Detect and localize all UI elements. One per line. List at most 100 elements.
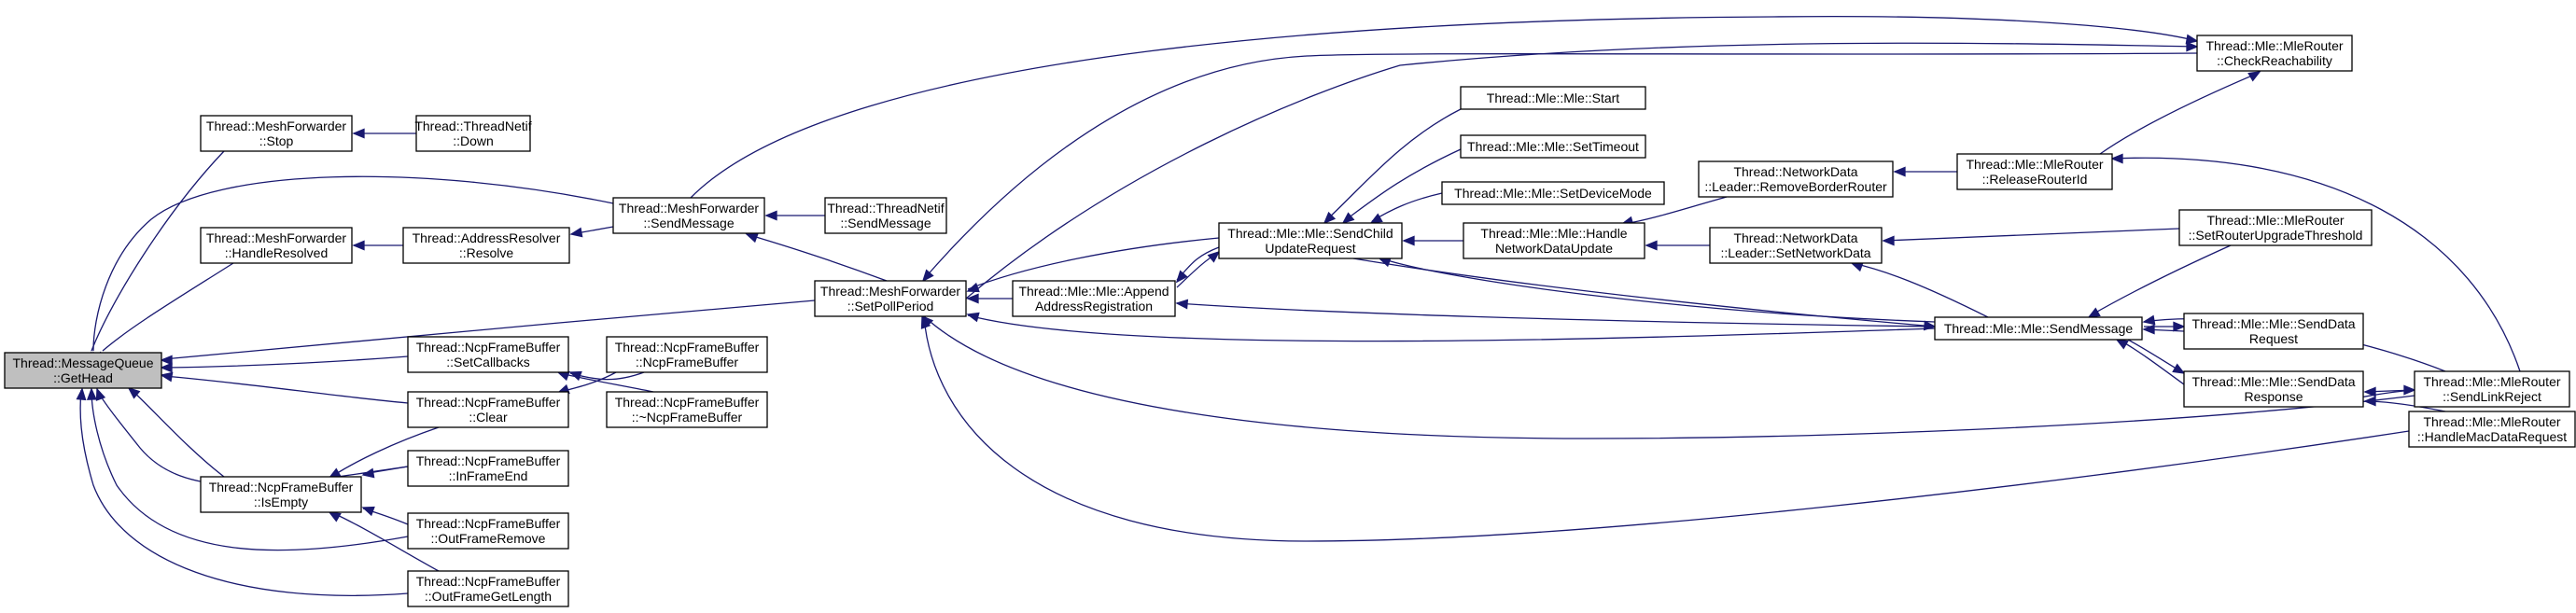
node-mesh-forwarder-set-poll-period[interactable]: Thread::MeshForwarder::SetPollPeriod [814,280,967,317]
edge-arrowhead [966,312,980,323]
node-box [402,227,570,264]
edge-arrowhead [2185,34,2199,45]
node-label-line: Thread::NcpFrameBuffer [615,340,760,355]
node-mle-router-release-router-id[interactable]: Thread::Mle::MleRouter::ReleaseRouterId [1956,153,2113,190]
node-mle-handle-network-data-update[interactable]: Thread::Mle::Mle::HandleNetworkDataUpdat… [1463,222,1645,259]
node-box [2183,313,2364,350]
node-box [407,450,569,487]
node-mle-append-address-registration[interactable]: Thread::Mle::Mle::AppendAddressRegistrat… [1012,280,1176,317]
edge-line [1380,258,1936,323]
edge-n5-to-n0 [99,262,234,365]
edge-n19-to-n16 [1323,108,1462,225]
node-box [612,197,765,234]
node-ncp-frame-buffer-out-frame-remove[interactable]: Thread::NcpFrameBuffer::OutFrameRemove [407,512,569,550]
node-thread-netif-send-message[interactable]: Thread::ThreadNetif::SendMessage [824,197,947,234]
node-box [1956,153,2113,190]
node-box [2408,411,2576,448]
edge-arrowhead [160,355,173,366]
edge-arrowhead [921,269,934,283]
node-label-line: Thread::Mle::Mle::Append [1018,284,1169,299]
node-address-resolver-resolve[interactable]: Thread::AddressResolver::Resolve [402,227,570,264]
node-label-line: Request [2249,331,2298,346]
node-label-line: Thread::Mle::MleRouter [2205,38,2343,53]
node-box [2183,370,2364,408]
node-label-line: ::CheckReachability [2217,53,2332,68]
node-mle-set-timeout[interactable]: Thread::Mle::Mle::SetTimeout [1460,134,1646,159]
edge-n14-to-n12 [361,506,409,525]
node-box [407,570,569,607]
edge-arrowhead [966,293,979,304]
node-label-line: Thread::NcpFrameBuffer [416,395,561,410]
node-box [606,391,768,428]
node-mle-send-message[interactable]: Thread::Mle::Mle::SendMessage [1934,316,2143,341]
edge-arrowhead [2087,307,2101,318]
node-network-data-leader-set-network-data[interactable]: Thread::NetworkData::Leader::SetNetworkD… [1709,227,1883,264]
edge-n21-to-n16 [1369,192,1443,224]
node-mle-router-handle-mac-data-request[interactable]: Thread::Mle::MleRouter::HandleMacDataReq… [2408,411,2576,448]
node-label-line: Thread::MeshForwarder [206,118,347,133]
node-ncp-frame-buffer-clear[interactable]: Thread::NcpFrameBuffer::Clear [407,391,569,428]
node-box [1460,86,1646,110]
edge-line [162,300,816,360]
node-label-line: Thread::AddressResolver [413,230,561,245]
edge-arrowhead [160,362,173,373]
edge-line [130,388,225,478]
edge-n10-to-n0 [160,371,409,404]
node-mesh-forwarder-handle-resolved[interactable]: Thread::MeshForwarder::HandleResolved [200,227,353,264]
edge-n30-to-n26 [2110,153,2521,372]
node-label-line: Thread::Mle::MleRouter [1966,157,2103,172]
node-ncp-frame-buffer-set-callbacks[interactable]: Thread::NcpFrameBuffer::SetCallbacks [407,336,569,373]
edge-arrowhead [2142,314,2156,326]
node-mesh-forwarder-stop[interactable]: Thread::MeshForwarder::Stop [200,115,353,152]
edge-arrowhead [86,387,97,400]
node-mle-set-device-mode[interactable]: Thread::Mle::Mle::SetDeviceMode [1441,181,1665,205]
edge-arrowhead [2403,384,2416,396]
edge-n26-to-n23 [1893,166,1957,177]
edge-line [1883,228,2180,242]
edge-line [559,372,654,393]
edge-line [923,315,2415,439]
edge-line [1176,302,1936,327]
edge-n16-to-n18 [1352,258,1937,331]
node-mle-router-check-reachability[interactable]: Thread::Mle::MleRouter::CheckReachabilit… [2196,35,2353,72]
node-mesh-forwarder-send-message[interactable]: Thread::MeshForwarder::SendMessage [612,197,765,234]
node-box [2196,35,2353,72]
node-label-line: Thread::Mle::Mle::SendData [2191,316,2355,331]
edge-line [1852,262,1989,318]
edge-arrowhead [328,511,342,522]
node-ncp-frame-buffer-in-frame-end[interactable]: Thread::NcpFrameBuffer::InFrameEnd [407,450,569,487]
edge-arrowhead [1645,240,1658,251]
node-mle-router-send-link-reject[interactable]: Thread::Mle::MleRouter::SendLinkReject [2414,370,2570,408]
node-message-queue-get-head[interactable]: Thread::MessageQueue::GetHead [4,352,162,389]
node-label-line: UpdateRequest [1265,241,1355,256]
node-ncp-frame-buffer-constructor[interactable]: Thread::NcpFrameBuffer::NcpFrameBuffer [606,336,768,373]
edge-line [162,375,409,404]
node-network-data-leader-remove-border-router[interactable]: Thread::NetworkData::Leader::RemoveBorde… [1698,160,1894,198]
edge-n27-to-n24 [1882,228,2180,246]
edge-n14-to-n0 [86,387,409,551]
node-label-line: Thread::NetworkData [1733,230,1857,245]
edge-line [92,175,614,352]
edge-n18-to-n7 [966,312,1936,342]
node-label-line: ::OutFrameGetLength [425,589,552,604]
edge-line [102,262,234,352]
edge-line [1343,148,1462,222]
node-ncp-frame-buffer-destructor[interactable]: Thread::NcpFrameBuffer::~NcpFrameBuffer [606,391,768,428]
edge-arrowhead [352,128,365,139]
node-thread-netif-down[interactable]: Thread::ThreadNetif::Down [414,115,532,152]
node-box [1441,181,1665,205]
node-box [1463,222,1645,259]
node-label-line: ::OutFrameRemove [431,531,546,546]
node-mle-router-set-router-upgrade-threshold[interactable]: Thread::Mle::MleRouter::SetRouterUpgrade… [2178,209,2373,246]
edge-arrowhead [2186,41,2199,52]
edge-arrowhead [2142,324,2155,335]
edge-n28-to-n18 [2142,324,2185,335]
edge-n18-to-n29 [2127,339,2186,374]
node-ncp-frame-buffer-out-frame-get-length[interactable]: Thread::NcpFrameBuffer::OutFrameGetLengt… [407,570,569,607]
node-mle-start[interactable]: Thread::Mle::Mle::Start [1460,86,1646,110]
node-ncp-frame-buffer-is-empty[interactable]: Thread::NcpFrameBuffer::IsEmpty [200,476,362,513]
